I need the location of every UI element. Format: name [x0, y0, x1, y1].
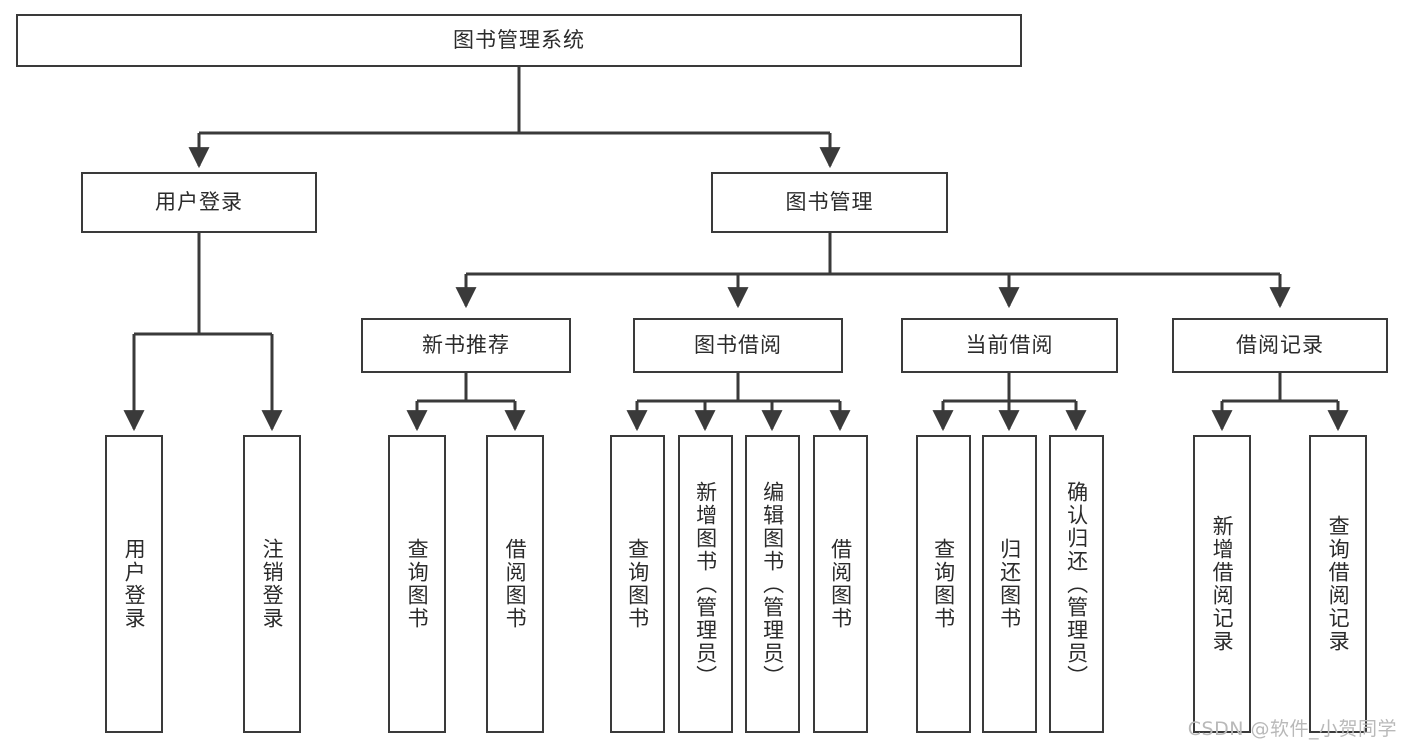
- leaf-bb-borrow-book[interactable]: 借阅图书: [813, 435, 868, 733]
- leaf-bb-edit-book-admin[interactable]: 编辑图书（管理员）: [745, 435, 800, 733]
- node-label: 用户登录: [122, 538, 147, 630]
- node-label: 图书管理: [785, 189, 874, 214]
- node-current-borrow[interactable]: 当前借阅: [901, 318, 1118, 373]
- leaf-bb-query-book[interactable]: 查询图书: [610, 435, 665, 733]
- leaf-cb-confirm-return-admin[interactable]: 确认归还（管理员）: [1049, 435, 1104, 733]
- node-label: 归还图书: [997, 538, 1022, 630]
- leaf-cb-return-book[interactable]: 归还图书: [982, 435, 1037, 733]
- node-label: 用户登录: [155, 189, 243, 214]
- node-root-book-management-system[interactable]: 图书管理系统: [16, 14, 1022, 67]
- node-label: 查询图书: [625, 538, 650, 630]
- node-label: 当前借阅: [965, 332, 1054, 357]
- leaf-cb-query-book[interactable]: 查询图书: [916, 435, 971, 733]
- node-label: 查询图书: [931, 538, 956, 630]
- node-label: 借阅图书: [503, 538, 528, 630]
- leaf-br-add-record[interactable]: 新增借阅记录: [1193, 435, 1251, 733]
- leaf-nb-query-book[interactable]: 查询图书: [388, 435, 446, 733]
- leaf-br-query-record[interactable]: 查询借阅记录: [1309, 435, 1367, 733]
- node-new-book-recommend[interactable]: 新书推荐: [361, 318, 571, 373]
- node-label: 借阅图书: [828, 538, 853, 630]
- node-label: 借阅记录: [1236, 332, 1324, 357]
- leaf-logout[interactable]: 注销登录: [243, 435, 301, 733]
- node-label: 查询图书: [405, 538, 430, 630]
- node-book-management[interactable]: 图书管理: [711, 172, 948, 233]
- node-label: 新书推荐: [422, 332, 510, 357]
- node-book-borrow[interactable]: 图书借阅: [633, 318, 843, 373]
- node-label: 图书管理系统: [453, 27, 585, 52]
- leaf-nb-borrow-book[interactable]: 借阅图书: [486, 435, 544, 733]
- node-label: 查询借阅记录: [1326, 515, 1351, 653]
- node-label: 新增图书（管理员）: [693, 480, 718, 688]
- leaf-user-login[interactable]: 用户登录: [105, 435, 163, 733]
- watermark: CSDN @软件_小贺同学: [1187, 718, 1397, 740]
- node-label: 注销登录: [260, 538, 285, 630]
- leaf-bb-add-book-admin[interactable]: 新增图书（管理员）: [678, 435, 733, 733]
- node-label: 确认归还（管理员）: [1064, 480, 1089, 688]
- node-borrow-record[interactable]: 借阅记录: [1172, 318, 1388, 373]
- node-user-login[interactable]: 用户登录: [81, 172, 317, 233]
- node-label: 新增借阅记录: [1210, 515, 1235, 653]
- node-label: 图书借阅: [694, 332, 782, 357]
- node-label: 编辑图书（管理员）: [760, 480, 785, 688]
